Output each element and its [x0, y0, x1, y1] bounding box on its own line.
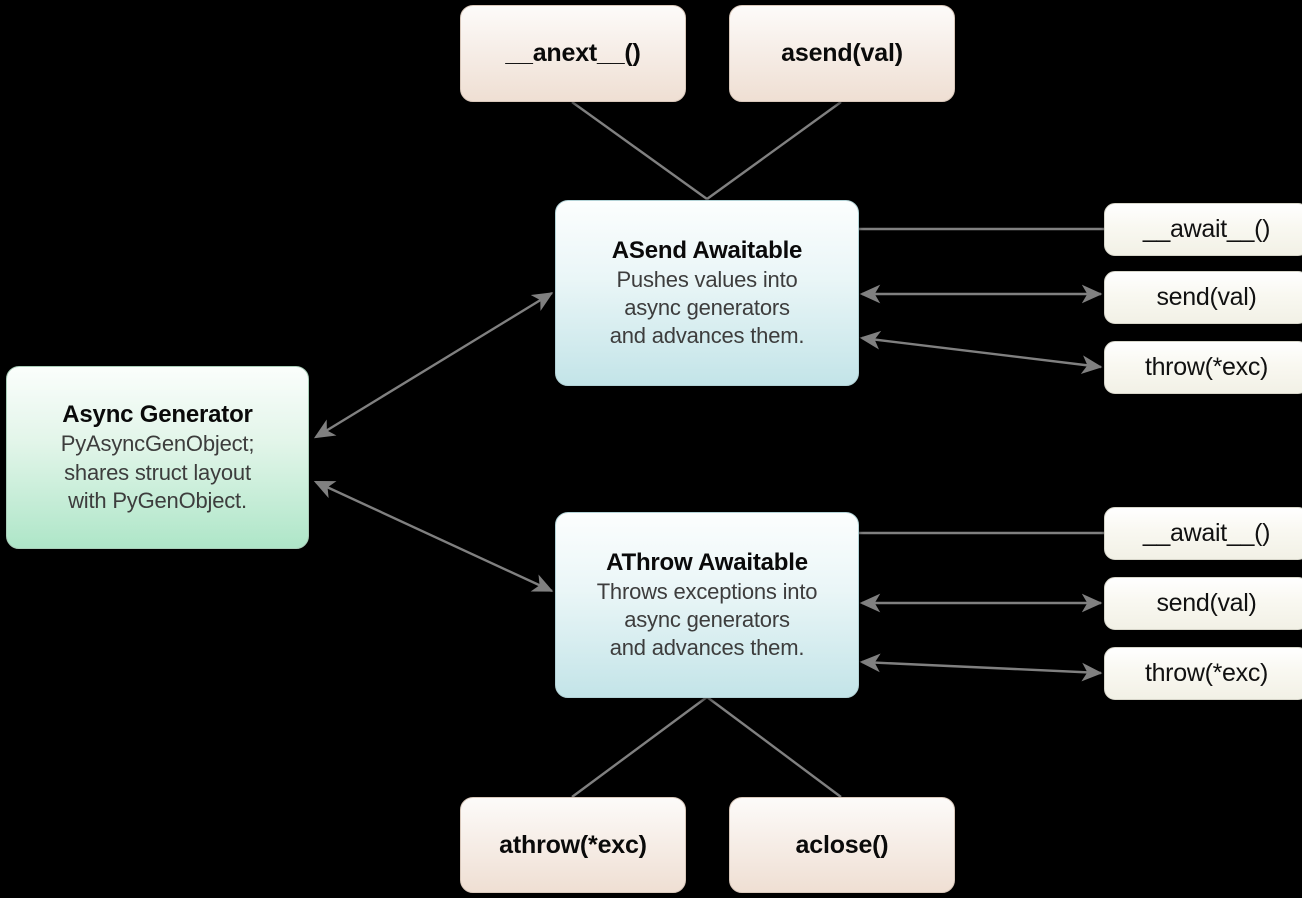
node-label: athrow(*exc) [499, 830, 647, 859]
node-label: aclose() [795, 830, 889, 859]
node-athrow-send-method[interactable]: send(val) [1104, 577, 1302, 630]
node-title: Async Generator [62, 401, 253, 429]
node-athrow-awaitable[interactable]: AThrow Awaitable Throws exceptions into … [555, 512, 859, 698]
edge-athrow-to-throw [859, 653, 1103, 682]
node-title: ASend Awaitable [611, 236, 803, 264]
edge-generator-to-athrow [313, 480, 554, 593]
node-asend-send-method[interactable]: send(val) [1104, 271, 1302, 324]
node-description: Throws exceptions into async generators … [596, 578, 818, 661]
node-label: __await__() [1142, 215, 1271, 243]
node-label: throw(*exc) [1144, 353, 1269, 381]
node-athrow-throw-method[interactable]: throw(*exc) [1104, 647, 1302, 700]
node-description: Pushes values into async generators and … [609, 266, 805, 349]
node-title: AThrow Awaitable [606, 548, 808, 576]
edge-anext-to-asend [571, 101, 708, 200]
node-asend-awaitable[interactable]: ASend Awaitable Pushes values into async… [555, 200, 859, 386]
edge-asend-to-throw [859, 330, 1103, 374]
node-label: send(val) [1156, 283, 1257, 311]
node-label: asend(val) [781, 39, 903, 67]
edge-asend-to-asend-awaitable [706, 101, 842, 200]
node-athrow-method[interactable]: athrow(*exc) [460, 797, 686, 893]
node-label: __await__() [1142, 519, 1271, 547]
edge-generator-to-asend [313, 291, 554, 439]
node-anext-method[interactable]: __anext__() [460, 5, 686, 102]
node-athrow-await-method[interactable]: __await__() [1104, 507, 1302, 560]
node-asend-throw-method[interactable]: throw(*exc) [1104, 341, 1302, 394]
node-async-generator[interactable]: Async Generator PyAsyncGenObject; shares… [6, 366, 309, 549]
edge-aclose-to-athrow-awaitable [706, 696, 842, 798]
node-label: send(val) [1156, 589, 1257, 617]
node-asend-await-method[interactable]: __await__() [1104, 203, 1302, 256]
node-description: PyAsyncGenObject; shares struct layout w… [60, 431, 255, 513]
node-aclose-method[interactable]: aclose() [729, 797, 955, 893]
node-label: throw(*exc) [1144, 659, 1269, 687]
node-asend-method[interactable]: asend(val) [729, 5, 955, 102]
node-label: __anext__() [505, 39, 641, 67]
edge-athrow-method-to-athrow-awaitable [571, 696, 708, 798]
